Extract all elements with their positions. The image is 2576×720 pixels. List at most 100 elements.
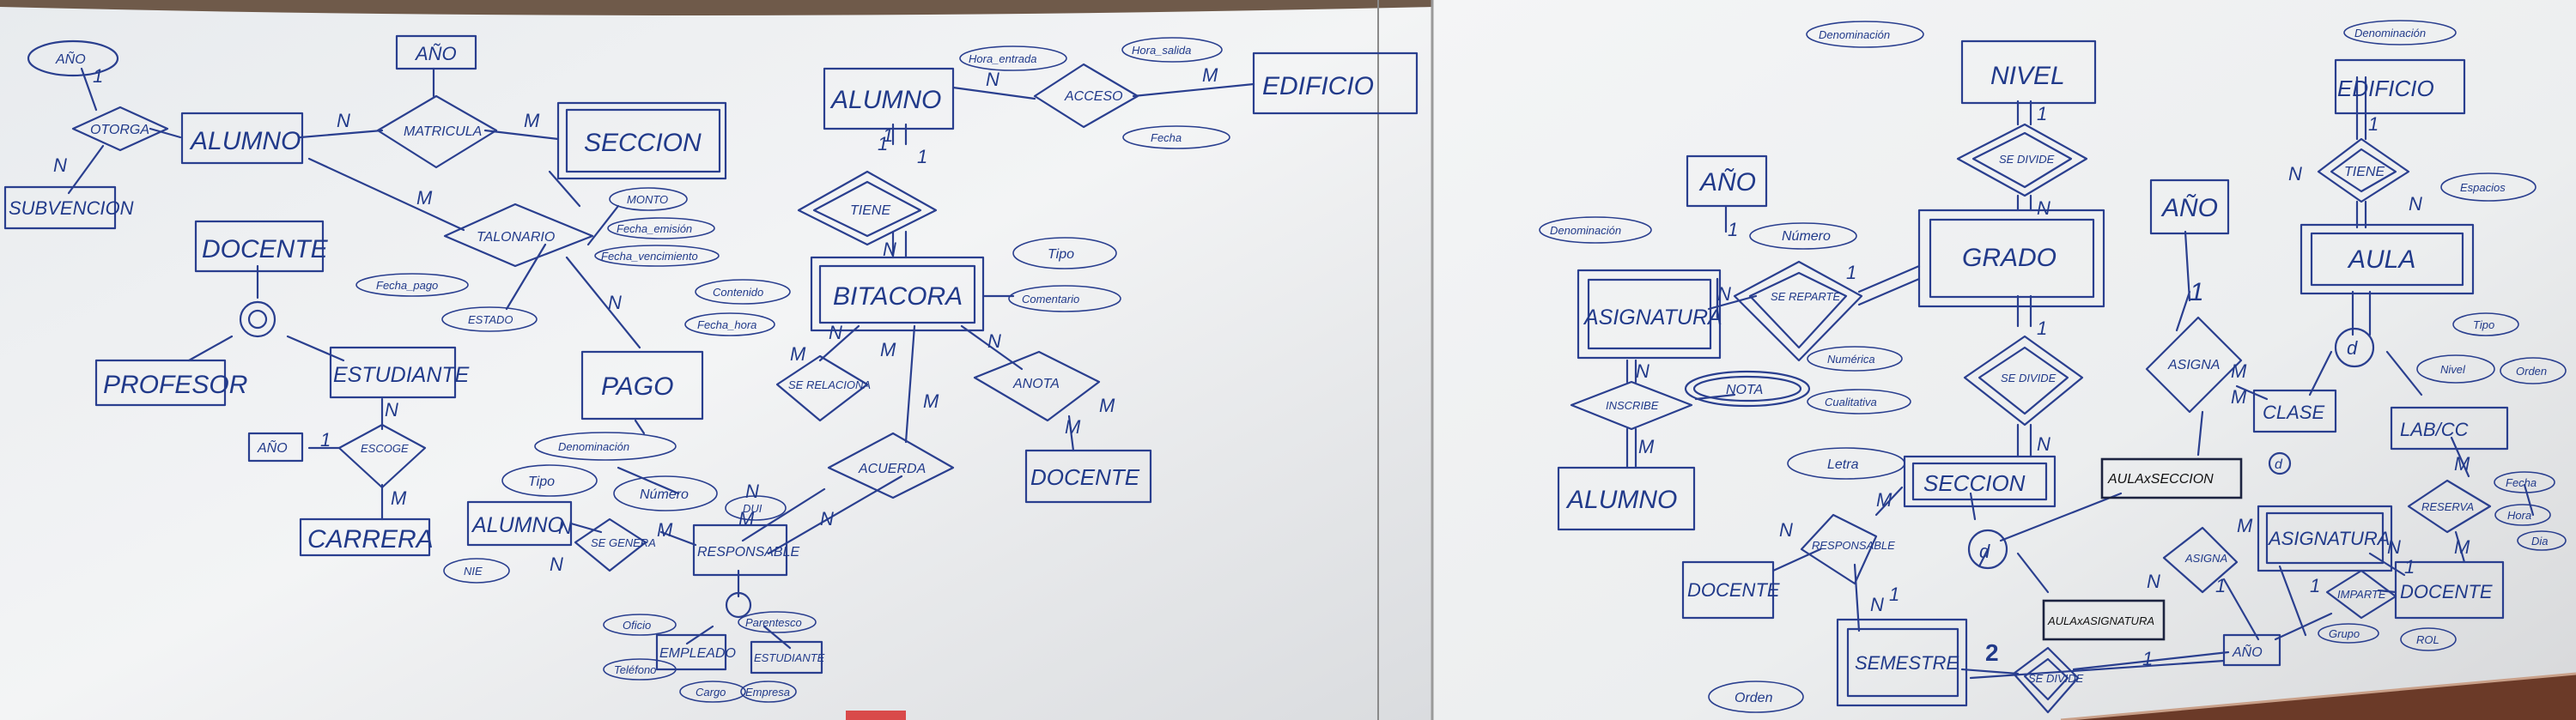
rel-label: ASIGNA	[2184, 552, 2227, 565]
left-entities: ALUMNO SECCION DOCENTE PROFESOR ESTUDIAN…	[3, 51, 1419, 675]
rel-tiene: TIENE	[797, 170, 938, 246]
cardinality: N	[337, 110, 350, 131]
rel-label: TIENE	[850, 203, 890, 218]
cardinality: N	[558, 517, 572, 538]
cardinality: N	[987, 330, 1001, 352]
entity-label: ASIGNATURA	[1583, 306, 1722, 330]
cardinality: M	[2231, 386, 2247, 408]
left-cardinalities: 1 N N M M N 1 M N N M 1 1 N M N M M N M …	[53, 64, 1218, 575]
cardinality: M	[2231, 360, 2247, 382]
attr-label: AÑO	[257, 439, 288, 456]
rel-responsable: RESPONSABLE	[1800, 513, 1895, 585]
entity-label: DOCENTE	[1687, 579, 1780, 601]
entity-alumno-2: ALUMNO	[466, 500, 573, 547]
cardinality: N	[2147, 571, 2160, 592]
rel-se-genera: SE GENERA	[574, 517, 656, 572]
entity-label: AÑO	[2232, 644, 2263, 660]
entity-label: DOCENTE	[202, 235, 329, 263]
attr-label: Denominación	[558, 440, 629, 453]
entity-label: BITACORA	[833, 282, 963, 311]
cardinality: N	[1779, 519, 1793, 541]
rel-label: ANOTA	[1012, 377, 1060, 391]
rel-label: INSCRIBE	[1606, 399, 1659, 412]
attr-label: Número	[1782, 229, 1831, 244]
attr-rol: ROL	[2400, 627, 2457, 651]
entity-label: ALUMNO	[189, 127, 301, 155]
attr-tipo-pago: Tipo	[501, 464, 598, 497]
cardinality: M	[790, 343, 806, 365]
cardinality: N	[608, 292, 622, 313]
cardinality: N	[2387, 536, 2401, 558]
attr-label: Cualitativa	[1825, 396, 1877, 408]
cardinality: 1	[917, 146, 927, 167]
attr-label: Parentesco	[745, 616, 802, 629]
disjoint-mark: d	[2347, 337, 2358, 359]
right-attributes: Denominación Denominación Número NOTA Nu…	[1539, 20, 2567, 713]
rel-matricula: MATRICULA	[376, 94, 498, 169]
cardinality: 1	[1728, 219, 1738, 240]
entity-aulaxseccion: AULAxSECCION	[2100, 457, 2243, 499]
cardinality: 1	[320, 429, 331, 451]
attr-hora-salida: Hora_salida	[1121, 37, 1223, 63]
cardinality: 1	[878, 133, 888, 154]
entity-seccion: SECCION	[556, 101, 727, 180]
attr-label: Denominación	[2354, 27, 2426, 39]
attr-telefono: Teléfono	[603, 658, 677, 681]
entity-label: NIVEL	[1990, 62, 2065, 90]
entity-label: AULAxASIGNATURA	[2047, 614, 2154, 627]
attr-letra: Letra	[1787, 447, 1905, 480]
rel-label: OTORGA	[90, 123, 149, 137]
cardinality: M	[391, 487, 407, 509]
cardinality: 1	[2037, 103, 2047, 124]
entity-edificio: EDIFICIO	[1252, 51, 1419, 115]
entity-nivel: NIVEL	[1960, 39, 2097, 105]
entity-edificio: EDIFICIO	[2334, 58, 2466, 115]
disjoint-circle-docente	[239, 300, 276, 338]
attr-ano-subv: AÑO	[27, 39, 119, 77]
entity-grado: GRADO	[1917, 209, 2105, 308]
cardinality: M	[1202, 64, 1218, 86]
entity-responsable: RESPONSABLE	[692, 523, 799, 577]
attr-label: Hora_entrada	[969, 52, 1037, 65]
right-entities: NIVEL GRADO SECCION ASIGNATURA ALUMNO	[1557, 39, 2509, 707]
cardinality: 1	[93, 65, 103, 87]
attr-label: ROL	[2416, 633, 2439, 646]
entity-label: AULA	[2347, 245, 2415, 274]
cardinality: N	[2409, 193, 2422, 215]
rel-anota: ANOTA	[973, 350, 1101, 422]
entity-asignatura: ASIGNATURA	[1577, 269, 1722, 360]
cardinality: N	[986, 69, 999, 90]
attr-numerica: Numérica	[1807, 346, 1903, 372]
entity-label: AÑO	[1698, 167, 1756, 197]
attr-label: Fecha_vencimiento	[601, 250, 698, 263]
entity-label: EDIFICIO	[1262, 72, 1374, 100]
attr-parentesco: Parentesco	[738, 611, 817, 633]
attr-numero-pago: Número	[613, 475, 718, 511]
attr-label: Número	[640, 487, 689, 502]
entity-empleado: EMPLEADO	[655, 633, 736, 671]
cardinality: 2	[1985, 639, 1999, 666]
cardinality: M	[524, 110, 540, 131]
cardinality: M	[1099, 395, 1115, 416]
attr-label: Cargo	[696, 686, 726, 699]
attr-label: Contenido	[713, 286, 763, 299]
entity-label: LAB/CC	[2400, 419, 2469, 440]
entity-label: DOCENTE	[2400, 581, 2493, 602]
rel-asigna-1: ASIGNA	[2145, 316, 2243, 414]
attr-label: Fecha_pago	[376, 279, 438, 292]
entity-clase: CLASE	[2252, 389, 2337, 433]
rel-reserva: RESERVA	[2407, 479, 2492, 534]
entity-bitacora: BITACORA	[810, 256, 985, 332]
rel-se-divide-sem: SE DIVIDE	[2012, 646, 2084, 714]
cardinality: N	[550, 554, 563, 575]
rel-label: SE DIVIDE	[1999, 153, 2055, 166]
attr-hora-entrada: Hora_entrada	[959, 45, 1067, 71]
entity-label: AÑO	[2160, 193, 2218, 222]
attr-dui: DUI	[725, 495, 787, 521]
attr-label: Orden	[1735, 691, 1773, 705]
cardinality: N	[883, 239, 896, 260]
entity-ano-1: AÑO	[1686, 154, 1768, 208]
attr-fecha-vencimiento: Fecha_vencimiento	[594, 245, 720, 267]
entity-label: ASIGNATURA	[2267, 528, 2390, 549]
cardinality: N	[385, 399, 398, 421]
